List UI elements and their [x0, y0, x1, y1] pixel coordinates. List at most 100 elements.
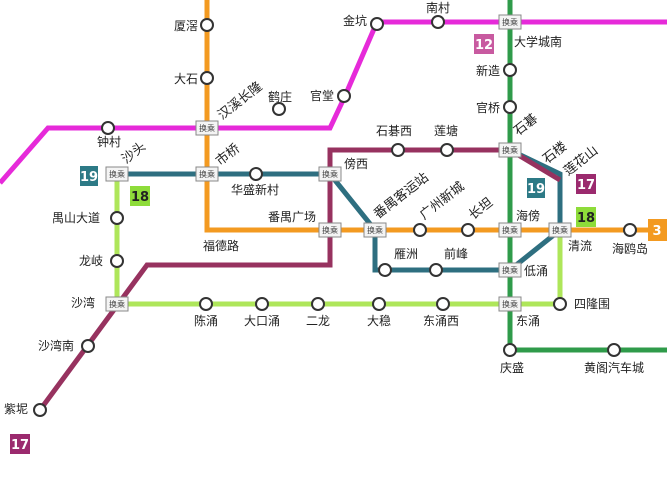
transfer-panyu-guangchang[interactable]: 换乘: [318, 222, 342, 238]
label-nancun: 南村: [426, 0, 450, 15]
label-shiqiao: 市桥: [213, 141, 243, 170]
transfer-label: 换乘: [109, 299, 125, 309]
label-yuzhou: 雁洲: [394, 247, 418, 261]
label-qianfeng: 前峰: [444, 246, 468, 261]
transfer-label: 换乘: [322, 169, 338, 179]
station-yushan-dadao[interactable]: [110, 211, 124, 225]
station-dawen[interactable]: [372, 297, 386, 311]
transfer-label: 换乘: [199, 123, 215, 133]
station-lianshan[interactable]: [440, 143, 454, 157]
label-qingliu: 清流: [568, 239, 592, 253]
label-longqi: 龙岐: [79, 254, 103, 268]
transfer-label: 换乘: [502, 265, 518, 275]
label-changtan: 长坦: [466, 195, 496, 223]
transfer-label: 换乘: [109, 169, 125, 179]
stations: [33, 15, 637, 417]
label-hezhuang: 鹤庄: [268, 89, 292, 104]
transfer-pangxi[interactable]: 换乘: [318, 166, 342, 182]
station-nancun[interactable]: [431, 15, 445, 29]
label-silongwei: 四隆围: [574, 296, 610, 311]
transfer-shawan[interactable]: 换乘: [105, 296, 129, 312]
label-jinkeng: 金坑: [343, 13, 367, 28]
station-jinkeng[interactable]: [370, 17, 384, 31]
station-guangzhou-xincheng[interactable]: [413, 223, 427, 237]
station-guanqiao[interactable]: [503, 100, 517, 114]
station-huasheng-xincun[interactable]: [249, 167, 263, 181]
transfer-shiqi[interactable]: 换乘: [498, 142, 522, 158]
station-erlong[interactable]: [311, 297, 325, 311]
station-zijiu[interactable]: [33, 403, 47, 417]
label-haibang: 海傍: [516, 208, 540, 223]
transfer-haibang[interactable]: 换乘: [498, 222, 522, 238]
station-dashi[interactable]: [200, 71, 214, 85]
label-huangge-qichecheng: 黄阁汽车城: [584, 360, 644, 375]
label-zijiu: 紫坭: [4, 402, 28, 416]
line-18-path: [114, 174, 563, 307]
station-xinzao[interactable]: [503, 63, 517, 77]
label-hanxi-changlong: 汉溪长隆: [215, 79, 265, 123]
line-badges: 12 19 18 19 17 18 3 17: [10, 34, 667, 454]
label-erlong: 二龙: [306, 314, 330, 328]
label-xinzao: 新造: [476, 63, 500, 78]
transfer-hanxi-changlong[interactable]: 换乘: [195, 120, 219, 136]
station-qingsheng[interactable]: [503, 343, 517, 357]
badge-line-3[interactable]: 3: [648, 219, 667, 241]
label-shiqi-xi: 石碁西: [376, 124, 412, 138]
transfer-label: 换乘: [199, 169, 215, 179]
label-haiou-dao: 海鸥岛: [612, 241, 648, 256]
label-shawan-nan: 沙湾南: [38, 338, 74, 353]
station-longqi[interactable]: [110, 254, 124, 268]
label-pangxi: 傍西: [344, 156, 368, 171]
station-guantang[interactable]: [337, 89, 351, 103]
label-yushan-dadao: 禺山大道: [52, 211, 100, 225]
label-shatou: 沙头: [119, 139, 149, 167]
station-hezhuang[interactable]: [272, 102, 286, 116]
transfer-label: 换乘: [322, 225, 338, 235]
label-dakouyong: 大口涌: [244, 314, 280, 328]
station-zhongcun[interactable]: [101, 121, 115, 135]
line-12-path: [0, 19, 667, 185]
label-dashi: 大石: [174, 72, 198, 86]
station-dakouyong[interactable]: [255, 297, 269, 311]
badge-line-12-label: 12: [475, 38, 493, 53]
transfer-label: 换乘: [502, 299, 518, 309]
badge-line-19-right[interactable]: 19: [527, 178, 545, 198]
label-xiajiao: 厦滘: [174, 19, 198, 33]
badge-line-12[interactable]: 12: [474, 34, 494, 54]
station-labels: 厦滘 大石 汉溪长隆 鹤庄 官堂 金坑 南村 大学城南 新造 官桥 钟村 沙头 …: [4, 0, 648, 416]
label-dongyong-xi: 东涌西: [423, 314, 459, 328]
label-chenyong: 陈涌: [194, 313, 218, 328]
station-xiajiao[interactable]: [200, 18, 214, 32]
transfer-shiqiao[interactable]: 换乘: [195, 166, 219, 182]
station-qianfeng[interactable]: [429, 263, 443, 277]
label-dawen: 大稳: [367, 313, 391, 328]
station-chenyong[interactable]: [199, 297, 213, 311]
label-shawan: 沙湾: [71, 295, 95, 310]
transfer-label: 换乘: [502, 225, 518, 235]
station-shawan-nan[interactable]: [81, 339, 95, 353]
badge-line-18-right[interactable]: 18: [576, 207, 596, 227]
badge-line-17-left-label: 17: [11, 438, 29, 453]
station-shiqi-xi[interactable]: [391, 143, 405, 157]
station-dongyong-xi[interactable]: [436, 297, 450, 311]
transfer-diyong[interactable]: 换乘: [498, 262, 522, 278]
transfer-qingliu[interactable]: 换乘: [548, 222, 572, 238]
badge-line-19-left-label: 19: [80, 170, 98, 185]
station-yuzhou[interactable]: [378, 263, 392, 277]
station-huangge-qichecheng[interactable]: [607, 343, 621, 357]
badge-line-17-right[interactable]: 17: [576, 174, 596, 194]
transfer-label: 换乘: [552, 225, 568, 235]
badge-line-18-right-label: 18: [577, 211, 595, 226]
station-haiou-dao[interactable]: [623, 223, 637, 237]
station-changtan[interactable]: [461, 223, 475, 237]
label-lianshan: 莲塘: [434, 123, 458, 138]
transfer-dongyong[interactable]: 换乘: [498, 296, 522, 312]
badge-line-19-left[interactable]: 19: [80, 166, 98, 186]
transfer-panyu-keyunzhan[interactable]: 换乘: [363, 222, 387, 238]
transfer-daxuecheng-nan[interactable]: 换乘: [498, 14, 522, 30]
badge-line-17-left[interactable]: 17: [10, 434, 30, 454]
badge-line-18-left[interactable]: 18: [130, 186, 150, 206]
transfer-shatou[interactable]: 换乘: [105, 166, 129, 182]
station-silongwei[interactable]: [553, 297, 567, 311]
